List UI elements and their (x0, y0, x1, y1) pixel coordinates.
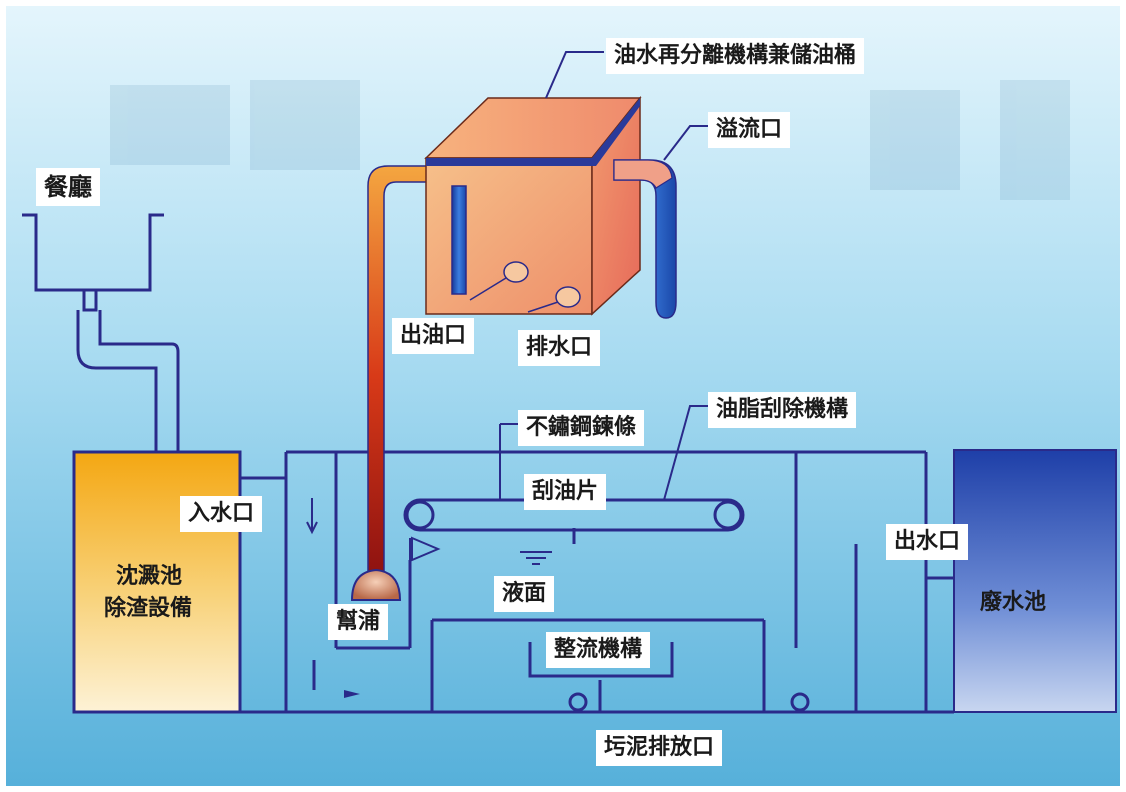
drain-outlet-valve (527, 286, 581, 313)
overflow-label: 溢流口 (708, 112, 791, 148)
oil-outlet-valve (469, 261, 529, 301)
sediment-tank (72, 450, 242, 714)
pump-label: 幫浦 (328, 604, 389, 640)
wastewater-pool-label: 廢水池 (980, 590, 1047, 615)
pump (350, 568, 402, 601)
sediment-label-line1: 沈澱池 (116, 564, 183, 589)
grease-removal-label: 油脂刮除機構 (708, 392, 857, 428)
bottom-flow-arrow (344, 690, 360, 698)
overflow-pipe-cap (613, 159, 673, 189)
sediment-label-line2: 除渣設備 (104, 596, 193, 621)
watermark (110, 80, 1070, 200)
separator-tank-label: 油水再分離機構兼儲油桶 (606, 38, 865, 74)
inlet-flow-arrow (306, 498, 318, 535)
oil-outlet-label: 出油口 (392, 318, 475, 354)
separator-tank (424, 95, 642, 316)
conveyor-belt (403, 498, 745, 532)
wastewater-pool (953, 449, 1117, 713)
sludge-outlet-label: 圬泥排放口 (596, 730, 723, 766)
stainless-chain-label: 不鏽鋼鍊條 (518, 410, 645, 446)
sight-glass (451, 185, 467, 295)
scraper-label: 刮油片 (524, 474, 607, 510)
flow-regulator (528, 642, 674, 678)
water-outlet-label: 出水口 (886, 524, 969, 560)
sludge-outlet-valves (568, 692, 810, 712)
liquid-level-symbol (520, 551, 552, 565)
flow-regulator-label: 整流機構 (546, 632, 651, 668)
drain-outlet-label: 排水口 (518, 330, 601, 366)
restaurant-label: 餐廳 (36, 168, 100, 206)
liquid-level-label: 液面 (494, 576, 555, 612)
restaurant-sink (22, 213, 180, 452)
overflow-pipe (613, 159, 677, 319)
level-flag (409, 536, 441, 562)
water-inlet-label: 入水口 (180, 496, 263, 532)
